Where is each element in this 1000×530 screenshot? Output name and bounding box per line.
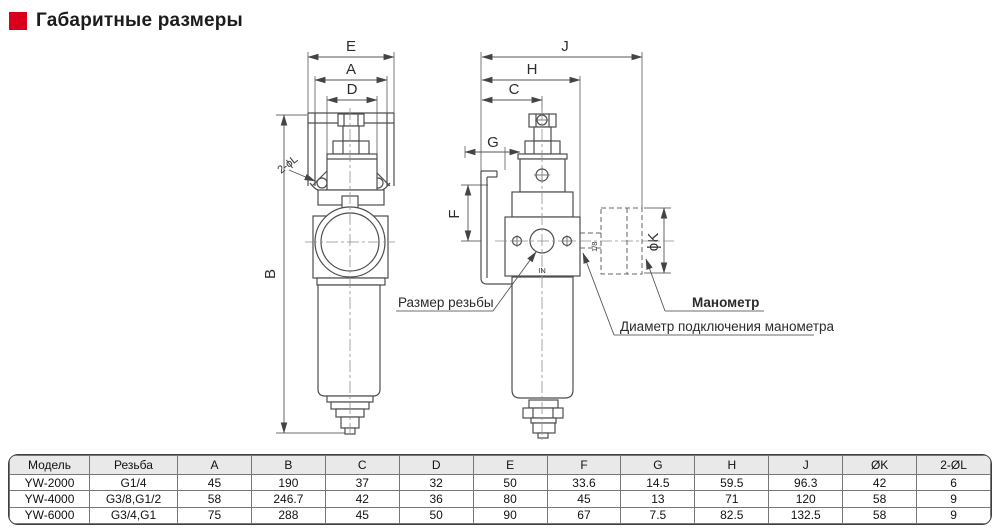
dimensions-table: Модель Резьба A B C D E F G H J ØK 2-ØL (8, 454, 992, 525)
cell-model: YW-6000 (9, 506, 90, 524)
cell-a: 75 (177, 506, 252, 524)
cell-h: 59.5 (694, 473, 770, 492)
manometer-phantom: 1/8 (580, 207, 643, 275)
col-header-j: J (768, 455, 844, 475)
dim-label-f: F (446, 209, 463, 218)
cell-a: 58 (177, 490, 252, 508)
col-header-2ol: 2-ØL (916, 455, 991, 475)
gauge-thread-mark: 1/8 (590, 242, 599, 252)
cell-model: YW-4000 (9, 490, 90, 508)
cell-d: 32 (398, 473, 474, 492)
cell-f: 33.6 (546, 473, 622, 492)
cell-g: 7.5 (620, 506, 696, 524)
cell-f: 67 (546, 506, 622, 524)
manometer-label: Манометр (692, 295, 759, 310)
cell-d: 50 (398, 506, 474, 524)
section-header: Габаритные размеры (9, 10, 243, 32)
cell-j: 120 (768, 490, 844, 508)
cell-b: 246.7 (250, 490, 326, 508)
side-view: J H C G F ϕK (446, 38, 674, 440)
annotations: Размер резьбы Манометр Диаметр подключен… (396, 251, 835, 336)
cell-j: 96.3 (768, 473, 844, 492)
cell-model: YW-2000 (9, 473, 90, 492)
cell-j: 132.5 (768, 506, 844, 524)
dim-label-a: A (346, 61, 356, 78)
cell-d: 36 (398, 490, 474, 508)
thread-size-label: Размер резьбы (398, 295, 494, 310)
table-row: YW-2000 G1/4 45 190 37 32 50 33.6 14.5 5… (9, 473, 991, 492)
cell-2ol: 6 (916, 473, 991, 492)
dim-label-d: D (347, 81, 358, 98)
cell-2ol: 9 (916, 506, 991, 524)
cell-c: 37 (324, 473, 400, 492)
dim-label-phi-k: ϕK (645, 233, 662, 251)
page-title: Габаритные размеры (36, 10, 243, 31)
cell-thread: G3/4,G1 (89, 506, 178, 524)
table-row: YW-4000 G3/8,G1/2 58 246.7 42 36 80 45 1… (9, 490, 991, 508)
cell-a: 45 (177, 473, 252, 492)
cell-g: 13 (620, 490, 696, 508)
dim-label-g: G (487, 134, 499, 151)
cell-2ol: 9 (916, 490, 991, 508)
cell-g: 14.5 (620, 473, 696, 492)
col-header-e: E (472, 455, 548, 475)
col-header-f: F (546, 455, 622, 475)
front-view: E A D B 2-ϕL (262, 38, 395, 438)
col-header-ok: ØK (842, 455, 918, 475)
cell-ok: 42 (842, 473, 918, 492)
cell-ok: 58 (842, 506, 918, 524)
red-square-bullet (9, 12, 27, 30)
col-header-c: C (324, 455, 400, 475)
cell-e: 90 (472, 506, 548, 524)
dim-label-e: E (346, 38, 356, 55)
dim-label-c: C (509, 81, 520, 98)
cell-h: 71 (694, 490, 770, 508)
cell-b: 190 (250, 473, 326, 492)
cell-thread: G3/8,G1/2 (89, 490, 178, 508)
dim-label-j: J (561, 38, 569, 55)
cell-thread: G1/4 (89, 473, 178, 492)
cell-h: 82.5 (694, 506, 770, 524)
dim-label-b: B (262, 269, 279, 279)
cell-ok: 58 (842, 490, 918, 508)
manometer-connection-label: Диаметр подключения манометра (620, 319, 835, 334)
col-header-model: Модель (9, 455, 90, 475)
dim-label-h: H (527, 61, 538, 78)
col-header-a: A (177, 455, 252, 475)
cell-e: 80 (472, 490, 548, 508)
cell-c: 42 (324, 490, 400, 508)
cell-f: 45 (546, 490, 622, 508)
cell-e: 50 (472, 473, 548, 492)
cell-b: 288 (250, 506, 326, 524)
table-header-row: Модель Резьба A B C D E F G H J ØK 2-ØL (9, 455, 991, 475)
col-header-d: D (398, 455, 474, 475)
col-header-b: B (250, 455, 326, 475)
table-row: YW-6000 G3/4,G1 75 288 45 50 90 67 7.5 8… (9, 506, 991, 524)
col-header-thread: Резьба (89, 455, 178, 475)
dimensional-drawing: E A D B 2-ϕL (262, 38, 835, 440)
col-header-h: H (694, 455, 770, 475)
cell-c: 45 (324, 506, 400, 524)
col-header-g: G (620, 455, 696, 475)
